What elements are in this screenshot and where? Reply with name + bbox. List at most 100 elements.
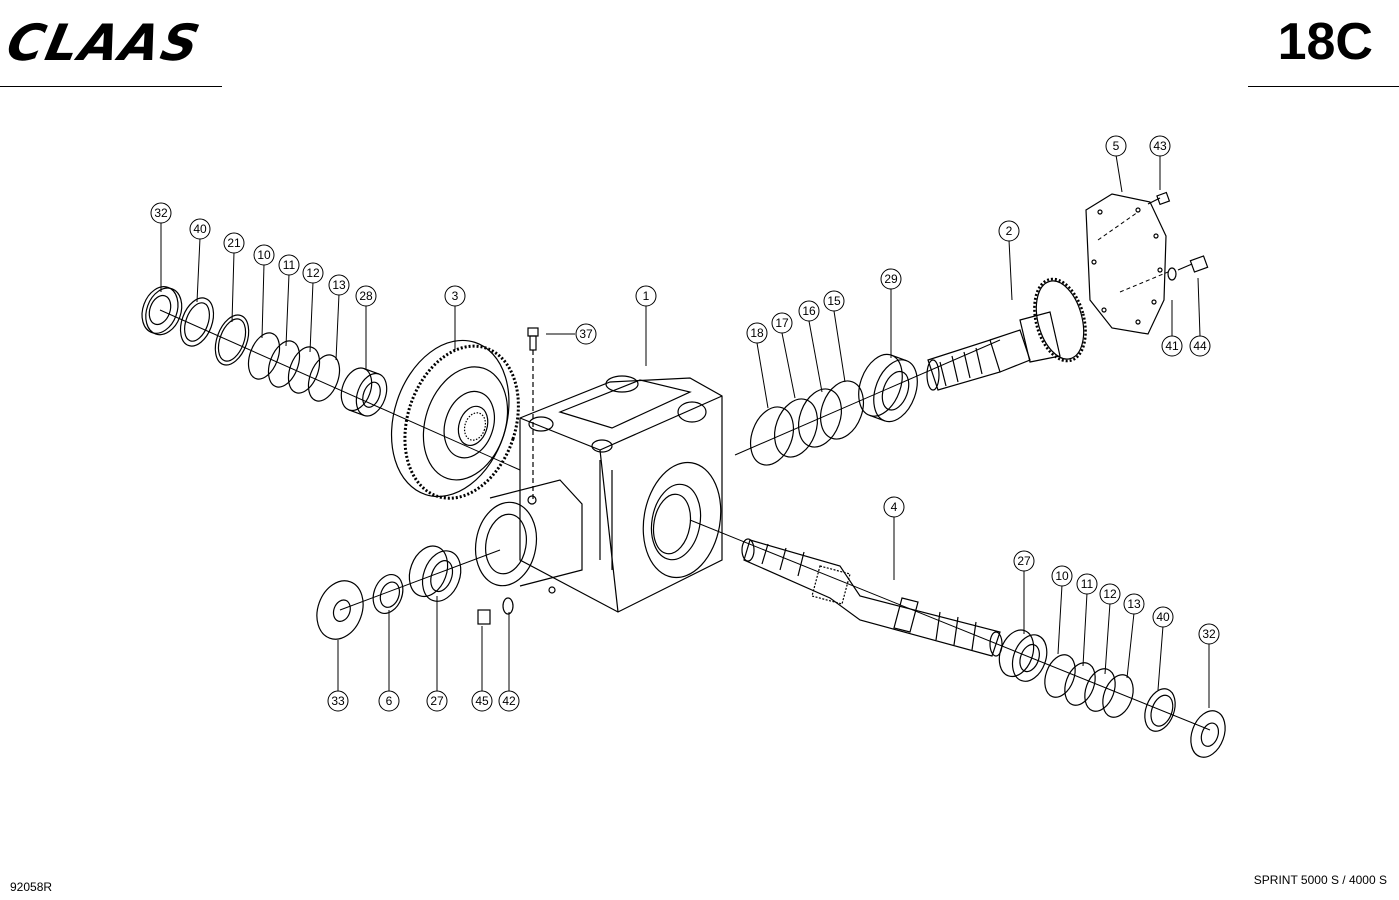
callout-42: 42 (498, 690, 520, 712)
svg-text:12: 12 (1103, 587, 1117, 601)
callout-28: 28 (355, 285, 377, 307)
lower-right-ring-stack (998, 629, 1226, 758)
callout-29: 29 (880, 268, 902, 290)
svg-text:27: 27 (1017, 554, 1031, 568)
callout-10: 10 (1051, 565, 1073, 587)
callout-18: 18 (746, 322, 768, 344)
callout-27: 27 (426, 690, 448, 712)
callout-44: 44 (1189, 335, 1211, 357)
callout-4: 4 (883, 496, 905, 518)
callout-41: 41 (1161, 335, 1183, 357)
shim-13-upper (307, 354, 341, 402)
callout-16: 16 (798, 300, 820, 322)
breather-37 (527, 327, 539, 500)
callout-6: 6 (378, 690, 400, 712)
callout-32: 32 (150, 202, 172, 224)
ring-40-lower (1144, 688, 1176, 732)
washer-33 (316, 580, 364, 640)
callout-40: 40 (189, 218, 211, 240)
shim-11-upper (267, 340, 301, 388)
upper-right-ring-stack (749, 353, 918, 466)
bevel-gear-3 (390, 339, 520, 500)
callout-15: 15 (823, 290, 845, 312)
callout-3: 3 (444, 285, 466, 307)
callout-13: 13 (1123, 593, 1145, 615)
svg-text:11: 11 (283, 258, 296, 272)
shim-17 (773, 398, 819, 458)
callout-40: 40 (1152, 606, 1174, 628)
bearing-27-lower-right (998, 629, 1048, 682)
svg-text:4: 4 (891, 500, 898, 514)
svg-text:15: 15 (827, 294, 841, 308)
pinion-shaft-2 (926, 277, 1087, 391)
bearing-29 (858, 353, 918, 423)
nut-6 (372, 574, 404, 614)
callout-13: 13 (328, 274, 350, 296)
callout-12: 12 (302, 262, 324, 284)
bearing-27-lower-left (408, 545, 462, 602)
callouts: 32 40 21 10 11 12 13 28 3 1 37 18 17 16 … (150, 135, 1220, 712)
callout-10: 10 (253, 244, 275, 266)
leader-lines (159, 154, 1211, 731)
output-shaft-4 (741, 538, 1003, 657)
ring-21 (214, 314, 250, 366)
ring-40-upper (179, 297, 215, 347)
svg-text:18: 18 (750, 326, 764, 340)
callout-43: 43 (1149, 135, 1171, 157)
upper-left-ring-stack (141, 286, 388, 417)
lower-left-parts (316, 545, 514, 640)
shim-18 (749, 406, 795, 466)
callout-11: 11 (278, 254, 300, 276)
callout-11: 11 (1076, 573, 1098, 595)
svg-text:43: 43 (1153, 139, 1167, 153)
svg-text:40: 40 (1156, 610, 1170, 624)
washer-41 (1167, 267, 1177, 281)
screw-43 (1147, 191, 1171, 206)
svg-text:13: 13 (1127, 597, 1141, 611)
svg-text:10: 10 (1055, 569, 1069, 583)
callout-2: 2 (998, 220, 1020, 242)
svg-text:32: 32 (154, 206, 168, 220)
svg-text:42: 42 (502, 694, 516, 708)
svg-text:1: 1 (643, 289, 650, 303)
svg-text:32: 32 (1202, 627, 1216, 641)
gearbox-housing-1 (474, 375, 723, 613)
svg-text:40: 40 (193, 222, 207, 236)
cover-plate-5 (1085, 193, 1167, 335)
shim-12-lower (1084, 668, 1116, 712)
svg-text:11: 11 (1081, 577, 1094, 591)
svg-text:6: 6 (386, 694, 393, 708)
svg-text:44: 44 (1193, 339, 1207, 353)
drawing-number: 92058R (10, 880, 53, 894)
svg-text:21: 21 (227, 236, 241, 250)
svg-text:16: 16 (802, 304, 816, 318)
seal-32-upper (141, 286, 183, 336)
svg-text:3: 3 (452, 289, 459, 303)
callout-17: 17 (771, 312, 793, 334)
header-rule-left (0, 86, 222, 87)
callout-21: 21 (223, 232, 245, 254)
svg-text:45: 45 (475, 694, 489, 708)
svg-text:17: 17 (775, 316, 789, 330)
svg-text:12: 12 (306, 266, 320, 280)
callout-12: 12 (1099, 583, 1121, 605)
svg-text:28: 28 (359, 289, 373, 303)
svg-text:13: 13 (332, 278, 346, 292)
svg-text:33: 33 (331, 694, 345, 708)
callout-37: 37 (575, 323, 597, 345)
svg-text:41: 41 (1165, 339, 1179, 353)
shim-10-upper (247, 332, 281, 380)
callout-27: 27 (1013, 550, 1035, 572)
page-number: 18C (1277, 13, 1373, 71)
svg-text:27: 27 (430, 694, 444, 708)
washer-42 (502, 597, 514, 615)
svg-text:5: 5 (1113, 139, 1120, 153)
callout-1: 1 (635, 285, 657, 307)
callout-32: 32 (1198, 623, 1220, 645)
plug-44 (1177, 255, 1209, 273)
model-label: SPRINT 5000 S / 4000 S (1253, 873, 1387, 887)
shim-13-lower (1102, 674, 1134, 718)
shim-11-lower (1064, 662, 1096, 706)
callout-33: 33 (327, 690, 349, 712)
header-rule-right (1248, 86, 1399, 87)
